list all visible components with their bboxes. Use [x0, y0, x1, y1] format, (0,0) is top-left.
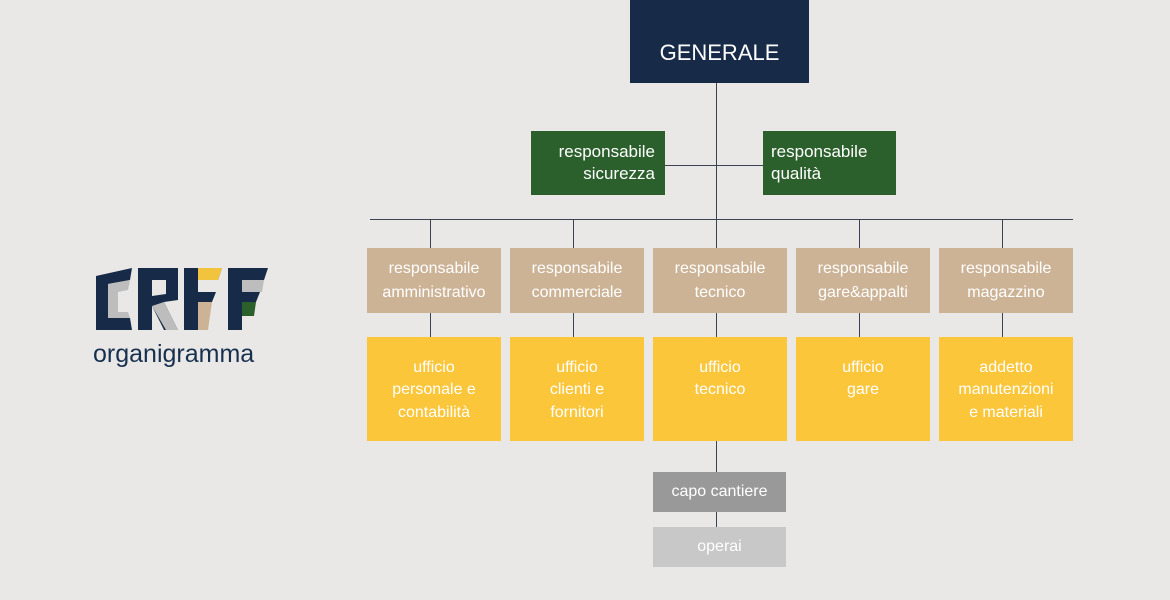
node-responsabile-sicurezza-label: responsabile sicurezza	[558, 141, 655, 183]
node-responsabile-qualita-label: responsabile qualità	[771, 141, 868, 183]
connector-bus-4	[859, 219, 860, 248]
node-ufficio-personale: ufficio personale e contabilità	[367, 337, 501, 441]
node-responsabile-gare-appalti: responsabile gare&appalti	[796, 248, 930, 313]
crff-logo	[92, 268, 272, 337]
node-generale-label: GENERALE	[659, 40, 780, 66]
node-addetto-manutenzioni: addetto manutenzioni e materiali	[939, 337, 1073, 441]
node-ufficio-tecnico-label: ufficio tecnico	[694, 359, 746, 399]
node-addetto-manutenzioni-label: addetto manutenzioni e materiali	[958, 359, 1054, 421]
connector-office-2	[573, 313, 574, 337]
connector-office-3	[716, 313, 717, 337]
connector-bus-5	[1002, 219, 1003, 248]
connector-bus-3	[716, 219, 717, 248]
node-responsabile-magazzino-label: responsabile magazzino	[960, 260, 1052, 301]
node-operai: operai	[653, 527, 786, 567]
node-responsabile-amministrativo: responsabile amministrativo	[367, 248, 501, 313]
node-responsabile-gare-appalti-label: responsabile gare&appalti	[817, 260, 909, 301]
connector-horizontal-bus	[370, 219, 1073, 220]
node-capo-cantiere-label: capo cantiere	[671, 482, 768, 500]
node-ufficio-gare: ufficio gare	[796, 337, 930, 441]
connector-office-5	[1002, 313, 1003, 337]
node-operai-label: operai	[697, 537, 742, 555]
connector-staff-right	[717, 165, 763, 166]
node-responsabile-qualita: responsabile qualità	[763, 131, 896, 195]
node-capo-cantiere: capo cantiere	[653, 472, 786, 512]
node-responsabile-tecnico-label: responsabile tecnico	[674, 260, 766, 301]
node-responsabile-magazzino: responsabile magazzino	[939, 248, 1073, 313]
node-ufficio-clienti-label: ufficio clienti e fornitori	[549, 359, 605, 421]
node-responsabile-sicurezza: responsabile sicurezza	[531, 131, 665, 195]
node-ufficio-clienti: ufficio clienti e fornitori	[510, 337, 644, 441]
node-responsabile-commerciale-label: responsabile commerciale	[531, 260, 623, 301]
connector-bus-2	[573, 219, 574, 248]
crff-logo-mark	[96, 268, 268, 330]
connector-office-1	[430, 313, 431, 337]
connector-root-trunk	[716, 83, 717, 220]
node-responsabile-amministrativo-label: responsabile amministrativo	[382, 260, 486, 301]
node-responsabile-tecnico: responsabile tecnico	[653, 248, 787, 313]
connector-site-1	[716, 441, 717, 472]
connector-staff-left	[664, 165, 716, 166]
logo-subtitle: organigramma	[93, 340, 255, 368]
node-generale: GENERALE	[630, 0, 809, 83]
connector-site-2	[716, 512, 717, 527]
node-ufficio-gare-label: ufficio gare	[842, 359, 884, 399]
node-responsabile-commerciale: responsabile commerciale	[510, 248, 644, 313]
node-ufficio-personale-label: ufficio personale e contabilità	[392, 359, 476, 421]
connector-bus-1	[430, 219, 431, 248]
connector-office-4	[859, 313, 860, 337]
node-ufficio-tecnico: ufficio tecnico	[653, 337, 787, 441]
